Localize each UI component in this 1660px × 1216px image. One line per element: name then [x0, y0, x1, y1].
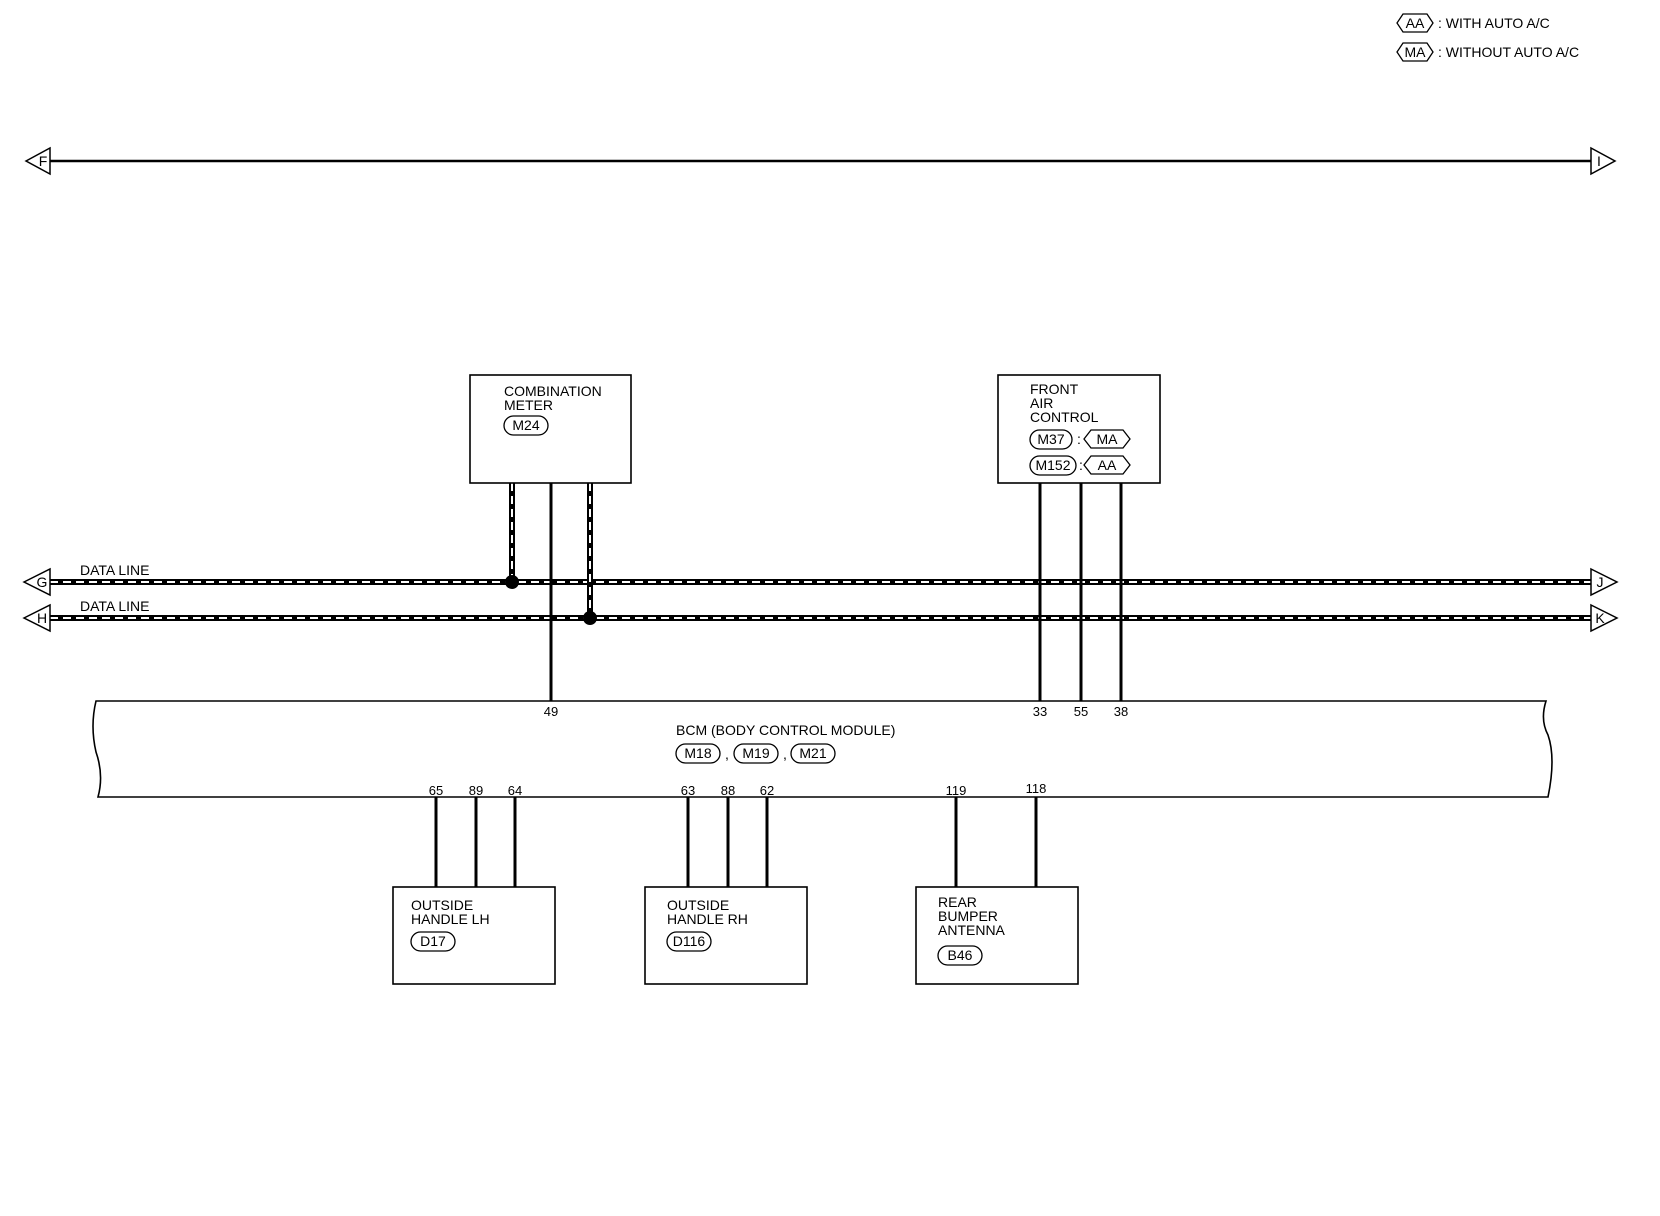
outside-handle-rh: OUTSIDE HANDLE RH D116: [644, 886, 808, 985]
off-page-label-i: I: [1597, 153, 1601, 169]
off-page-label-j: J: [1597, 574, 1604, 590]
outside-handle-lh: OUTSIDE HANDLE LH D17: [392, 886, 556, 985]
bcm-pin-118: 118: [1026, 781, 1047, 796]
connector-m37-label: M37: [1037, 431, 1064, 447]
connector-m21-label: M21: [799, 745, 826, 761]
connector-m37-sep: :: [1077, 431, 1081, 447]
bcm-pin-49: 49: [544, 704, 558, 719]
bcm-title: BCM (BODY CONTROL MODULE): [676, 722, 895, 738]
bcm-pin-63: 63: [681, 783, 695, 798]
bcm: 49 33 55 38 BCM (BODY CONTROL MODULE) M1…: [92, 700, 1553, 798]
legend: AA : WITH AUTO A/C MA : WITHOUT AUTO A/C: [1396, 13, 1579, 62]
outside-handle-lh-label-2: HANDLE LH: [411, 911, 490, 927]
off-page-label-f: F: [39, 153, 48, 169]
combination-meter-label-1: COMBINATION: [504, 383, 602, 399]
off-page-arrow-h: [22, 603, 51, 633]
connector-m18-tag: [675, 743, 721, 764]
splice-dot-g: [505, 575, 519, 589]
rear-bumper-antenna-box: [915, 886, 1079, 985]
connector-m21-tag: [790, 743, 836, 764]
bcm-pin-89: 89: [469, 783, 483, 798]
outside-handle-rh-label-1: OUTSIDE: [667, 897, 729, 913]
connector-m18-label: M18: [684, 745, 711, 761]
legend-ma-text: : WITHOUT AUTO A/C: [1438, 44, 1579, 60]
front-air-control-label-2: AIR: [1030, 395, 1053, 411]
connector-d116-tag: [666, 931, 712, 952]
connector-b46-label: B46: [948, 947, 973, 963]
legend-aa-tag: [1396, 13, 1434, 33]
connector-m24-tag: [503, 415, 549, 436]
connector-m37-tag: [1029, 429, 1073, 450]
connector-m152-tag: [1029, 455, 1077, 476]
condition-ma-tag: [1083, 429, 1131, 449]
bcm-connector-sep-1: ,: [725, 746, 729, 762]
front-air-control-label-1: FRONT: [1030, 381, 1079, 397]
data-line-label-1: DATA LINE: [80, 562, 150, 578]
outside-handle-rh-label-2: HANDLE RH: [667, 911, 748, 927]
condition-ma-label: MA: [1097, 431, 1119, 447]
bcm-pin-65: 65: [429, 783, 443, 798]
off-page-arrow-i: [1590, 146, 1617, 176]
bcm-pin-55: 55: [1074, 704, 1088, 719]
connector-m19-tag: [733, 743, 779, 764]
top-line: F I: [24, 146, 1617, 176]
rear-bumper-antenna-label-2: BUMPER: [938, 908, 998, 924]
connector-m24-label: M24: [512, 417, 539, 433]
legend-ma-tag: [1396, 42, 1434, 62]
off-page-label-h: H: [37, 610, 47, 626]
rear-bumper-antenna-label-1: REAR: [938, 894, 977, 910]
connector-m152-label: M152: [1035, 457, 1070, 473]
combination-meter-label-2: METER: [504, 397, 553, 413]
legend-item-aa: AA : WITH AUTO A/C: [1396, 13, 1550, 33]
condition-aa-tag: [1083, 455, 1131, 475]
legend-aa-code: AA: [1406, 15, 1425, 31]
combination-meter: COMBINATION METER M24: [469, 374, 632, 701]
splice-dot-h: [583, 611, 597, 625]
front-air-control: FRONT AIR CONTROL M37 : MA M152 : AA: [997, 374, 1161, 701]
connector-d17-tag: [410, 931, 456, 952]
connector-b46-tag: [937, 945, 983, 966]
off-page-arrow-f: [24, 146, 51, 176]
data-line-label-2: DATA LINE: [80, 598, 150, 614]
data-bus-1: G J DATA LINE: [22, 562, 1619, 597]
front-air-control-label-3: CONTROL: [1030, 409, 1099, 425]
outside-handle-lh-label-1: OUTSIDE: [411, 897, 473, 913]
rear-bumper-antenna: REAR BUMPER ANTENNA B46: [915, 886, 1079, 985]
off-page-label-g: G: [37, 574, 48, 590]
rear-bumper-antenna-label-3: ANTENNA: [938, 922, 1006, 938]
bcm-connector-sep-2: ,: [783, 746, 787, 762]
connector-m19-label: M19: [742, 745, 769, 761]
bcm-pin-88: 88: [721, 783, 735, 798]
connector-m152-sep: :: [1079, 457, 1083, 473]
bcm-pin-33: 33: [1033, 704, 1047, 719]
bcm-pin-64: 64: [508, 783, 522, 798]
front-air-control-box: [997, 374, 1161, 484]
connector-d17-label: D17: [420, 933, 446, 949]
bcm-pin-38: 38: [1114, 704, 1128, 719]
legend-item-ma: MA : WITHOUT AUTO A/C: [1396, 42, 1579, 62]
off-page-arrow-j: [1590, 567, 1619, 597]
data-bus-2: H K DATA LINE: [22, 598, 1619, 633]
condition-aa-label: AA: [1098, 457, 1117, 473]
off-page-arrow-g: [22, 567, 51, 597]
combination-meter-box: [469, 374, 632, 484]
legend-aa-text: : WITH AUTO A/C: [1438, 15, 1550, 31]
bottom-wires: [434, 797, 1038, 887]
connector-d116-label: D116: [673, 933, 706, 949]
bcm-pin-119: 119: [946, 783, 967, 798]
bcm-pin-62: 62: [760, 783, 774, 798]
off-page-label-k: K: [1595, 610, 1605, 626]
legend-ma-code: MA: [1405, 44, 1427, 60]
off-page-arrow-k: [1590, 603, 1619, 633]
